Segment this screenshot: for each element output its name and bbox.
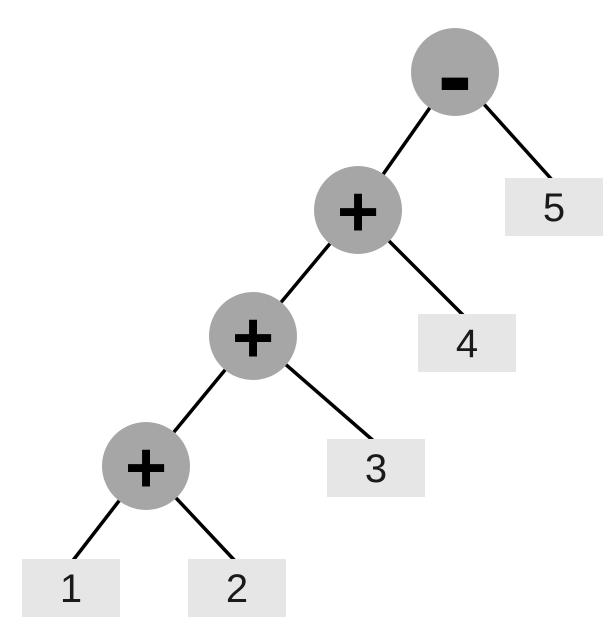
node-label: 4 (455, 322, 479, 366)
operand-node-4: 4 (418, 314, 516, 372)
node-label: + (124, 428, 168, 508)
node-label: 2 (225, 567, 249, 611)
operator-node-plus-lower: + (102, 422, 190, 510)
node-label: + (231, 298, 275, 378)
operand-node-1: 1 (22, 559, 120, 617)
operator-node-plus-upper: + (314, 166, 402, 254)
operand-node-3: 3 (327, 439, 425, 497)
node-label: 5 (542, 186, 566, 230)
node-label: 3 (364, 447, 388, 491)
operand-node-2: 2 (188, 559, 286, 617)
node-label: - (437, 18, 473, 134)
operator-node-plus-middle: + (209, 292, 297, 380)
operator-node-minus: - (411, 24, 499, 128)
operand-node-5: 5 (505, 178, 603, 236)
node-label: + (336, 172, 380, 252)
node-label: 1 (59, 567, 83, 611)
